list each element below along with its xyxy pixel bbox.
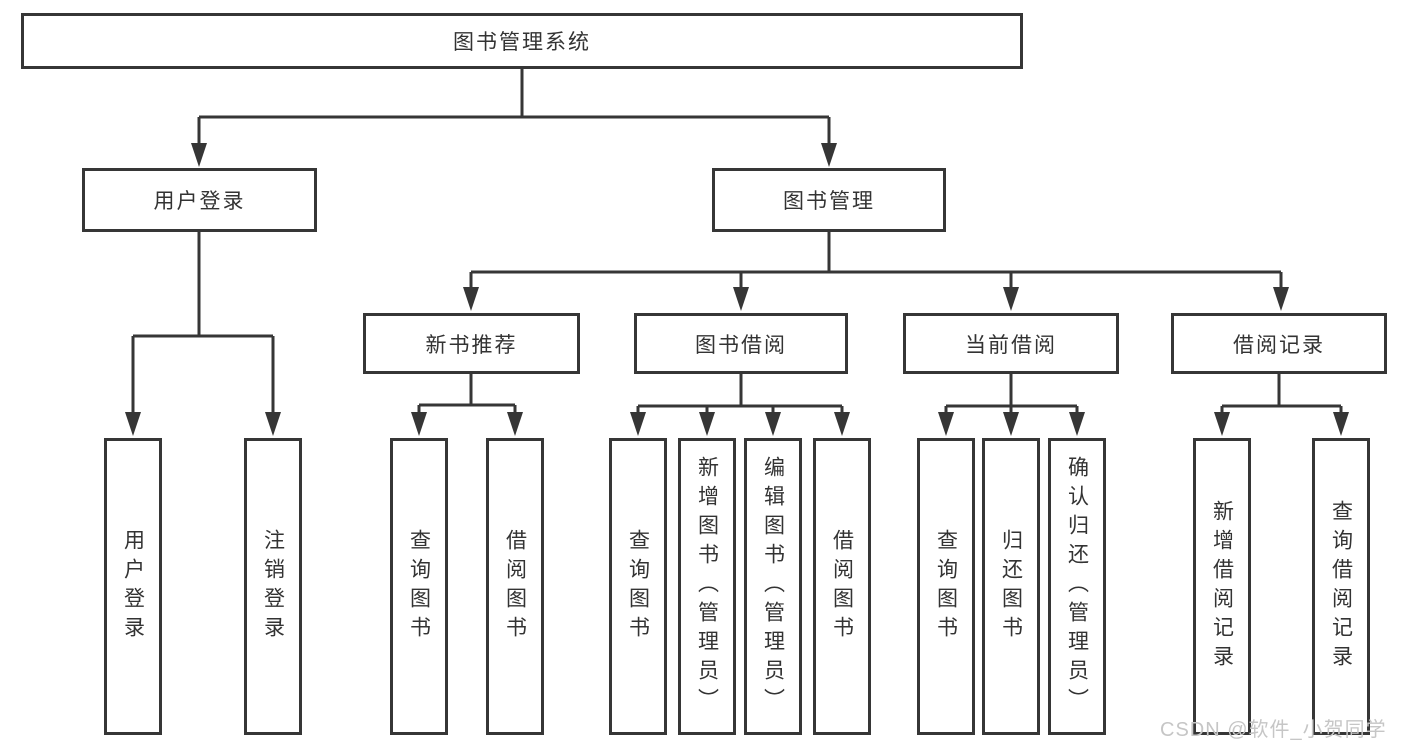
watermark: CSDN @软件_小贺同学 [1160,719,1387,741]
node-root: 图书管理系统 [21,13,1023,69]
node-current-borrow-label: 当前借阅 [965,333,1057,357]
leaf-query-books-recommend: 查询图书 [390,438,448,735]
arrowhead-icon [1003,287,1019,311]
leaf-query-books-current: 查询图书 [917,438,975,735]
node-new-book-recommend-label: 新书推荐 [425,333,518,357]
arrowhead-icon [507,412,523,436]
leaf-user-login: 用户登录 [104,438,162,735]
node-borrow-records: 借阅记录 [1171,313,1387,374]
leaf-confirm-return-admin: 确认归还（管理员） [1048,438,1106,735]
connector-bookmgmt-to-level3 [463,232,1289,311]
leaf-query-books-borrow: 查询图书 [609,438,667,735]
arrowhead-icon [733,287,749,311]
node-user-login: 用户登录 [82,168,317,232]
arrowhead-icon [125,412,141,436]
node-borrow-records-label: 借阅记录 [1233,333,1325,357]
leaf-add-book-admin: 新增图书（管理员） [678,438,736,735]
arrowhead-icon [938,412,954,436]
node-current-borrow: 当前借阅 [903,313,1119,374]
leaf-edit-book-admin: 编辑图书（管理员） [744,438,802,735]
node-book-management: 图书管理 [712,168,946,232]
arrowhead-icon [630,412,646,436]
arrowhead-icon [411,412,427,436]
node-book-management-label: 图书管理 [783,190,875,213]
leaf-borrow-books-recommend: 借阅图书 [486,438,544,735]
arrowhead-icon [1214,412,1230,436]
node-book-borrow-label: 图书借阅 [695,333,787,357]
arrowhead-icon [765,412,781,436]
arrowhead-icon [463,287,479,311]
arrowhead-icon [834,412,850,436]
arrowhead-icon [191,143,207,167]
node-root-label: 图书管理系统 [453,31,591,54]
connector-bookborrow-to-leaves [630,374,850,436]
leaf-borrow-books: 借阅图书 [813,438,871,735]
arrowhead-icon [699,412,715,436]
arrowhead-icon [1273,287,1289,311]
arrowhead-icon [1069,412,1085,436]
connector-root-to-level2 [191,69,837,167]
arrowhead-icon [1003,412,1019,436]
leaf-logout: 注销登录 [244,438,302,735]
leaf-add-borrow-record: 新增借阅记录 [1193,438,1251,735]
connector-userlogin-to-leaves [125,232,281,436]
node-book-borrow: 图书借阅 [634,313,848,374]
node-user-login-label: 用户登录 [153,190,246,213]
arrowhead-icon [1333,412,1349,436]
leaf-query-borrow-record: 查询借阅记录 [1312,438,1370,735]
connector-currentborrow-to-leaves [938,374,1085,436]
connector-newbook-to-leaves [411,374,523,436]
connector-borrowrecords-to-leaves [1214,374,1349,436]
leaf-return-books: 归还图书 [982,438,1040,735]
arrowhead-icon [821,143,837,167]
arrowhead-icon [265,412,281,436]
node-new-book-recommend: 新书推荐 [363,313,580,374]
